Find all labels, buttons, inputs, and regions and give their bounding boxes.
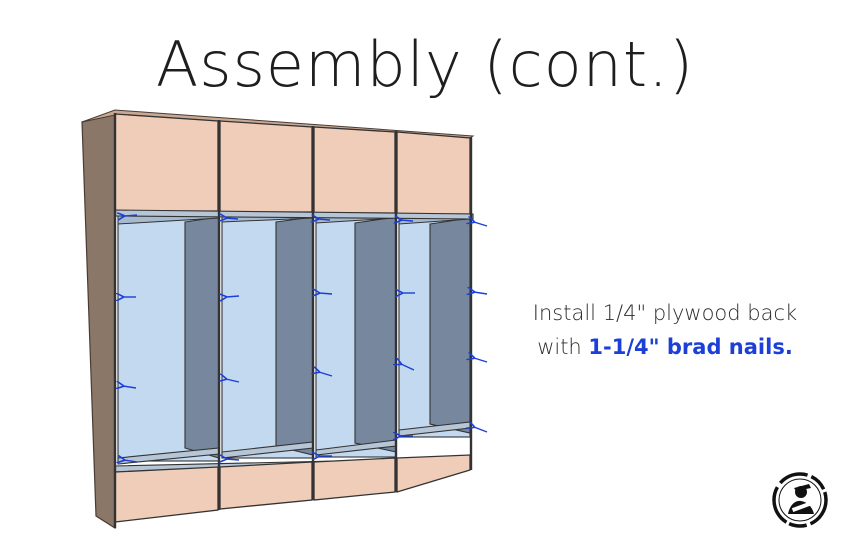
nail-arrows <box>123 215 488 462</box>
nail-arrow-icon <box>319 293 333 294</box>
nail-arrow-icon <box>401 364 415 371</box>
nail-arrow-icon <box>124 460 138 462</box>
nail-arrow-icon <box>474 292 488 294</box>
bottom-panels <box>114 454 471 523</box>
nail-arrow-icon <box>318 219 331 220</box>
vertical-dividers <box>113 113 473 528</box>
brad-nails-highlight: 1-1/4" brad nails. <box>588 335 793 359</box>
nail-arrow-icon <box>124 215 138 216</box>
nail-arrow-icon <box>226 459 240 460</box>
nail-arrow-icon <box>401 220 414 221</box>
upper-panels <box>114 113 471 215</box>
nail-arrow-icon <box>226 218 239 219</box>
nail-arrow-icon <box>319 372 333 377</box>
instruction-line-2-prefix: with <box>537 335 589 359</box>
brand-logo-icon <box>772 472 828 528</box>
nail-arrow-icon <box>123 386 137 388</box>
nail-arrow-icon <box>474 427 488 433</box>
nail-arrow-icon <box>226 296 240 297</box>
left-side-panel <box>81 112 116 530</box>
instruction-line-2: with 1-1/4" brad nails. <box>480 330 850 364</box>
nail-arrow-icon <box>474 358 488 363</box>
instruction-line-1: Install 1/4" plywood back <box>532 301 798 325</box>
nail-arrow-icon <box>474 222 488 227</box>
nail-arrow-icon <box>226 379 240 383</box>
instruction-text: Install 1/4" plywood back with 1-1/4" br… <box>480 296 850 364</box>
page-title: Assembly (cont.) <box>155 28 695 101</box>
